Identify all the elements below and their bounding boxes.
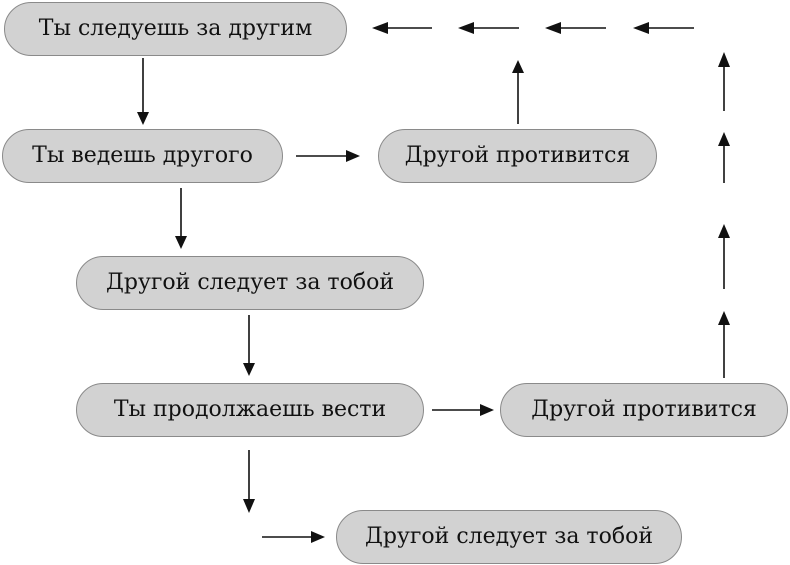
arrow-top-return-chain xyxy=(372,22,694,34)
node-other-follows-you-1: Другой следует за тобой xyxy=(76,256,424,310)
node-other-resists-2: Другой противится xyxy=(500,383,788,437)
node-other-resists-1: Другой противится xyxy=(378,129,657,183)
arrow-continue-to-follows xyxy=(243,450,325,543)
arrow-resist-up xyxy=(512,60,524,124)
node-you-lead-other: Ты ведешь другого xyxy=(2,129,283,183)
arrow-right-return-chain xyxy=(718,52,730,378)
arrow-follows-to-continue xyxy=(243,315,255,376)
arrow-follow-to-lead xyxy=(137,58,149,125)
arrow-continue-to-resist xyxy=(432,404,494,416)
arrow-lead-to-follows xyxy=(175,188,187,249)
node-other-follows-you-2: Другой следует за тобой xyxy=(336,510,682,564)
node-you-follow-other: Ты следуешь за другим xyxy=(4,2,347,56)
node-you-continue-leading: Ты продолжаешь вести xyxy=(76,383,424,437)
arrow-lead-to-resist xyxy=(296,150,360,162)
